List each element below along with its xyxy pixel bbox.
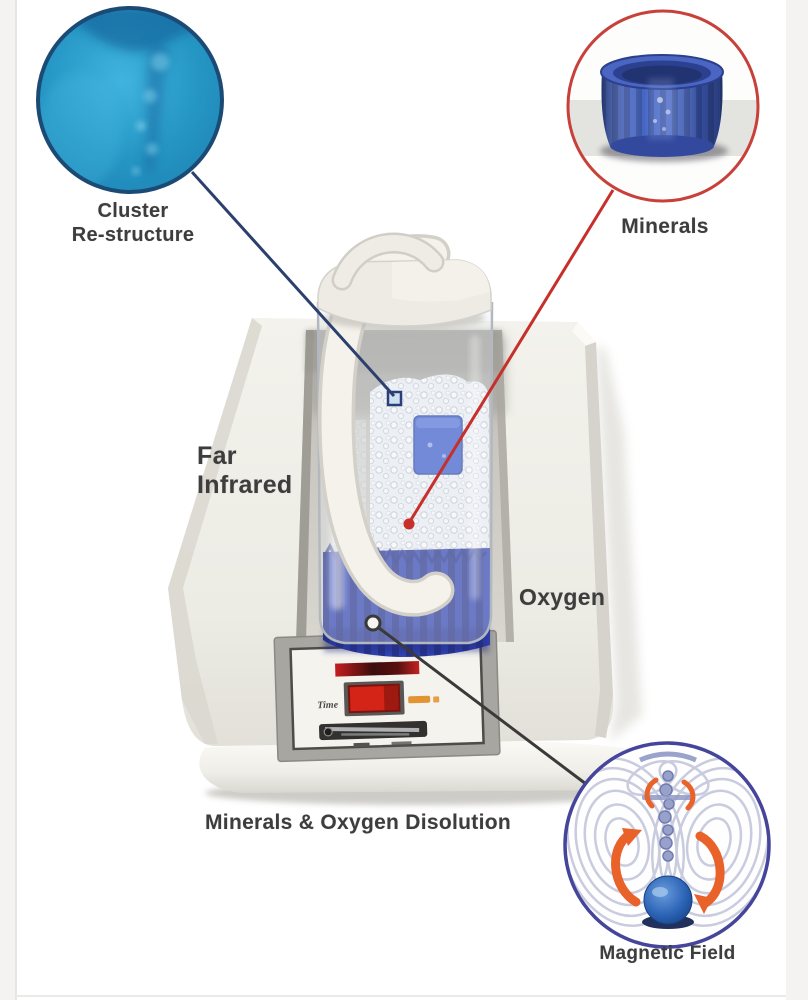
panel-button-mark [391,741,412,746]
led-display [343,680,405,717]
panel-red-stripe [335,661,420,677]
water-pitcher [310,232,506,657]
oxygen-label: Oxygen [519,584,606,610]
right-margin-band [786,0,808,1000]
magnetic-field-label: Magnetic Field [599,943,736,964]
minerals-label: Minerals [621,215,709,238]
minerals-inset-circle [566,9,760,203]
blue-sphere [643,875,693,925]
cluster-pointer-marker [386,390,403,407]
cluster-callout-line [190,170,396,398]
mineral-cartridge [413,415,463,475]
dissolution-caption: Minerals & Oxygen Disolution [205,811,511,834]
panel-orange-indicator [408,695,431,704]
panel-slot [319,720,428,741]
far-infrared-label: Far Infrared [197,442,292,500]
field-core [658,770,675,862]
panel-time-label: Time [317,700,339,712]
left-margin-band [0,0,16,1000]
ionizer-device: Time [168,232,645,805]
minerals-pointer-dot [403,518,415,530]
cluster-label-line2: Re-structure [71,224,195,246]
bottom-edge-line [16,995,786,997]
pitcher-lid [317,232,492,330]
far-infrared-line2: Infrared [197,471,293,499]
magnetic-field-inset-circle [563,741,771,949]
magnetic-callout-line [378,626,587,786]
cluster-label-line1: Cluster [97,200,169,222]
minerals-callout-line [407,189,615,524]
panel-button-mark [353,742,370,748]
far-infrared-line1: Far [197,442,237,470]
mineral-cap [600,54,724,157]
callout-lines [190,170,615,786]
cluster-label: Cluster Re-structure [38,199,228,247]
magnetic-pointer-ring [364,614,382,632]
